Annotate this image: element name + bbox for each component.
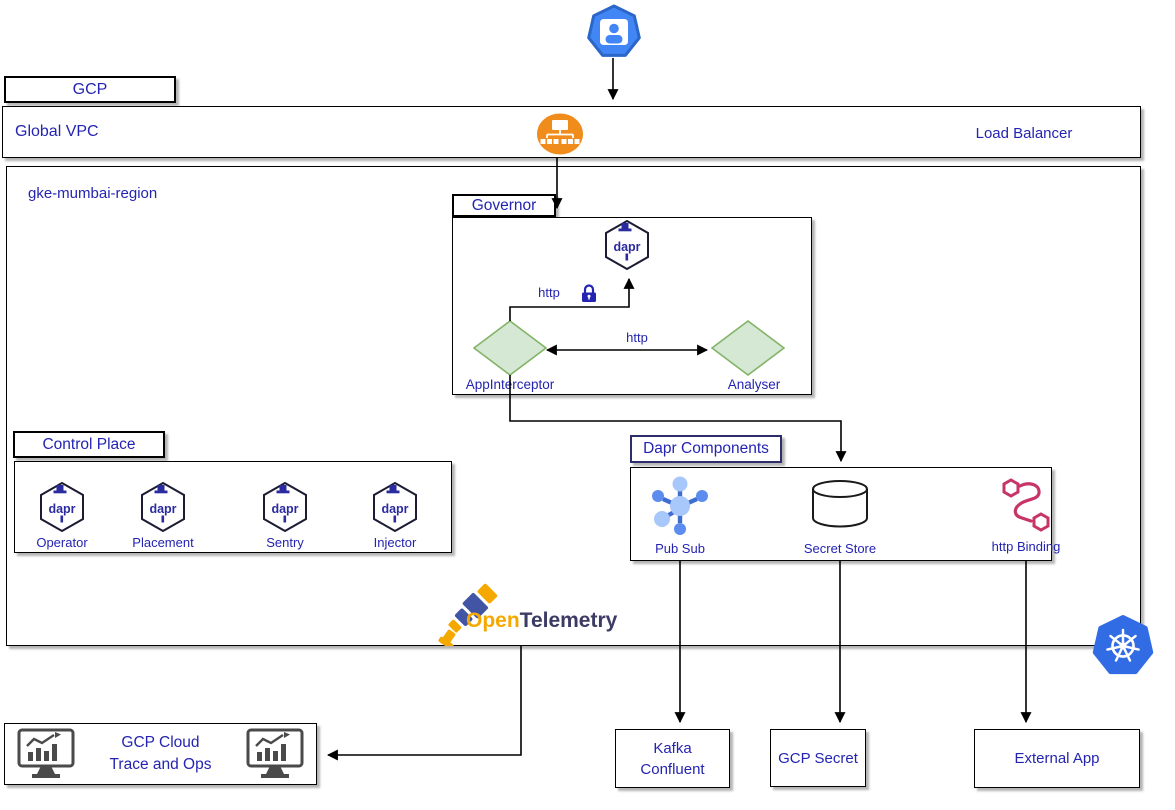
control-item-operator: dapr Operator [17,482,107,550]
telescope-icon [438,583,498,646]
kafka-line1: Kafka [653,739,692,757]
control-place-tab: Control Place [13,431,165,458]
kubernetes-wheel-icon [1092,615,1154,675]
pubsub-label: Pub Sub [655,541,705,556]
analyser-diamond [711,320,785,376]
gcp-cloud-trace-box: GCP Cloud Trace and Ops [4,723,317,785]
monitor-chart-icon [246,728,304,778]
otel-telemetry-text: Telemetry [519,609,618,632]
http-secure-label: http [538,285,560,300]
http-label: http [626,330,648,345]
user-hexagon-icon [587,4,641,57]
lock-icon [582,284,596,302]
gcp-label-text: GCP [72,80,108,98]
svg-text:dapr: dapr [381,502,408,516]
secret-store-label: Secret Store [803,541,877,556]
database-cylinder-icon [812,480,868,528]
kafka-line2: Confluent [640,760,705,778]
dapr-hexagon-icon: dapr [141,482,185,532]
svg-text:dapr: dapr [149,502,176,516]
opentelemetry-logo-text: OpenTelemetry [466,609,617,633]
external-app-box: External App [974,729,1140,788]
control-item-placement: dapr Placement [118,482,208,550]
gcp-secret-box: GCP Secret [770,729,866,787]
svg-text:dapr: dapr [48,502,75,516]
control-item-injector: dapr Injector [350,482,440,550]
injector-label: Injector [373,535,417,550]
trace-line1: GCP Cloud [121,734,200,752]
external-app-label: External App [1014,750,1100,767]
placement-label: Placement [132,535,194,550]
gcp-container-label: GCP [4,76,176,103]
http-binding-label: http Binding [991,539,1061,554]
governor-tab: Governor [452,194,556,217]
gke-region-label: gke-mumbai-region [28,185,158,202]
monitor-chart-icon [17,728,75,778]
control-item-sentry: dapr Sentry [240,482,330,550]
kafka-confluent-box: Kafka Confluent [615,729,730,788]
dapr-hexagon-icon: dapr [605,220,649,270]
sentry-label: Sentry [266,535,304,550]
global-vpc-label: Global VPC [15,123,99,140]
dapr-components-title: Dapr Components [643,440,769,457]
trace-box-label: GCP Cloud Trace and Ops [110,732,212,775]
app-interceptor-label: AppInterceptor [465,377,555,392]
app-interceptor-diamond [473,320,547,376]
governor-title: Governor [471,196,537,214]
trace-line2: Trace and Ops [109,756,212,773]
dapr-hexagon-icon: dapr [40,482,84,532]
operator-label: Operator [36,535,88,550]
dapr-hexagon-icon: dapr [263,482,307,532]
load-balancer-icon [537,113,583,155]
arrow-otel-to-trace [326,646,522,761]
route-hexagons-icon [1002,478,1050,532]
pubsub-molecule-icon [652,476,708,535]
svg-text:dapr: dapr [271,502,298,516]
otel-open-text: Open [466,609,520,632]
control-place-title: Control Place [42,435,136,453]
load-balancer-label: Load Balancer [975,125,1073,142]
dapr-hexagon-icon: dapr [373,482,417,532]
dapr-logo-text: dapr [613,240,640,254]
dapr-components-tab: Dapr Components [630,435,782,463]
analyser-label: Analyser [727,377,781,392]
kafka-label: Kafka Confluent [640,738,704,780]
gcp-secret-label: GCP Secret [778,749,858,767]
